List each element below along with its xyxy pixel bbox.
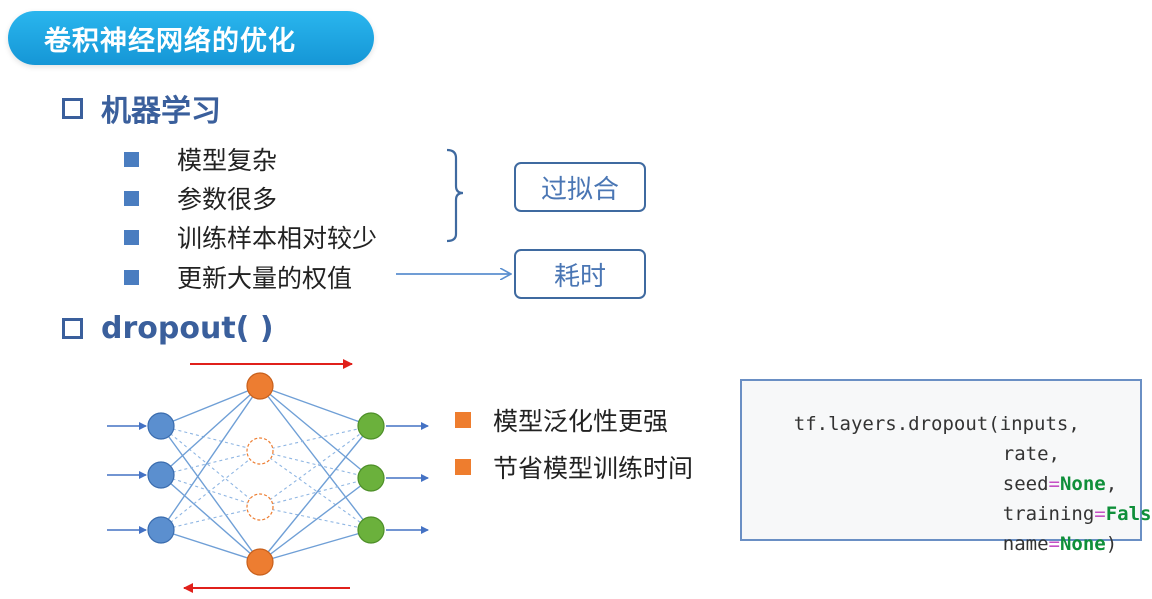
section-heading-text: 机器学习 — [101, 94, 221, 129]
brace-icon — [446, 148, 464, 243]
bullet-text: 参数很多 — [177, 185, 278, 214]
benefit-text: 模型泛化性更强 — [493, 407, 669, 436]
bullet-item: 训练样本相对较少 — [124, 219, 377, 255]
network-edge — [259, 385, 372, 531]
code-function: tf.layers.dropout — [793, 413, 989, 435]
code-arg-trail: , — [1048, 443, 1060, 465]
square-bullet-icon — [124, 190, 139, 206]
bullet-text: 训练样本相对较少 — [177, 224, 378, 253]
output-node — [357, 412, 385, 440]
network-edge — [259, 425, 372, 563]
bullet-text: 模型复杂 — [177, 146, 278, 175]
network-edge — [259, 385, 372, 479]
section-heading-ml: 机器学习 — [62, 86, 221, 130]
network-edge — [160, 385, 261, 531]
time-cost-tag: 耗时 — [514, 249, 646, 299]
code-value: None — [1059, 533, 1106, 555]
slide-title: 卷积神经网络的优化 — [8, 11, 374, 65]
input-node — [147, 461, 175, 489]
input-node — [147, 516, 175, 544]
code-paren: ( — [988, 413, 1000, 435]
input-node — [147, 412, 175, 440]
network-edge — [160, 425, 261, 563]
code-value: False — [1105, 503, 1152, 525]
benefit-item: 模型泛化性更强 — [455, 402, 668, 438]
network-edge — [160, 385, 261, 427]
network-edge — [259, 477, 372, 563]
square-bullet-icon — [455, 459, 471, 475]
overfit-tag: 过拟合 — [514, 162, 646, 212]
network-edge — [160, 425, 261, 452]
bullet-item: 模型复杂 — [124, 141, 277, 177]
network-edge — [160, 474, 261, 508]
code-arg-trail: ) — [1105, 533, 1118, 555]
network-edge — [259, 529, 372, 563]
benefit-item: 节省模型训练时间 — [455, 449, 693, 485]
hollow-square-icon — [62, 318, 83, 339]
output-node — [357, 464, 385, 492]
bullet-item: 更新大量的权值 — [124, 259, 352, 295]
output-node — [357, 516, 385, 544]
bullet-item: 参数很多 — [124, 180, 277, 216]
network-edge — [160, 529, 261, 563]
bullet-text: 更新大量的权值 — [177, 264, 353, 293]
dropped-node — [246, 493, 274, 521]
hollow-square-icon — [62, 97, 83, 119]
section-heading-dropout: dropout( ) — [62, 311, 274, 346]
code-arg-trail: , — [1105, 473, 1118, 495]
code-arg-name: training — [1002, 503, 1095, 525]
code-arg-name: inputs — [999, 413, 1069, 435]
network-edge — [259, 506, 372, 531]
square-bullet-icon — [124, 151, 139, 167]
neural-network-diagram — [107, 359, 429, 593]
network-edge — [160, 385, 261, 476]
network-edge — [160, 450, 261, 476]
code-snippet: tf.layers.dropout(inputs, rate, seed=Non… — [740, 379, 1152, 555]
network-edge — [259, 450, 372, 479]
network-edge — [160, 506, 261, 531]
code-arg-name: rate — [1002, 443, 1049, 465]
benefit-text: 节省模型训练时间 — [493, 454, 694, 483]
code-arg-trail: , — [1068, 413, 1080, 435]
code-equals: = — [1048, 533, 1060, 555]
hidden-node — [246, 548, 274, 576]
network-edge — [259, 425, 372, 508]
dropped-node — [246, 437, 274, 465]
code-equals: = — [1094, 503, 1106, 525]
square-bullet-icon — [124, 229, 139, 245]
code-equals: = — [1048, 473, 1060, 495]
network-edge — [259, 450, 372, 531]
hidden-node — [246, 372, 274, 400]
section-heading-text: dropout( ) — [101, 311, 274, 346]
network-edge — [259, 477, 372, 508]
code-arg-name: name — [1002, 533, 1049, 555]
network-edge — [259, 385, 372, 427]
square-bullet-icon — [455, 412, 471, 428]
code-arg-name: seed — [1002, 473, 1049, 495]
code-value: None — [1059, 473, 1106, 495]
square-bullet-icon — [124, 269, 139, 285]
network-edge — [259, 425, 372, 452]
